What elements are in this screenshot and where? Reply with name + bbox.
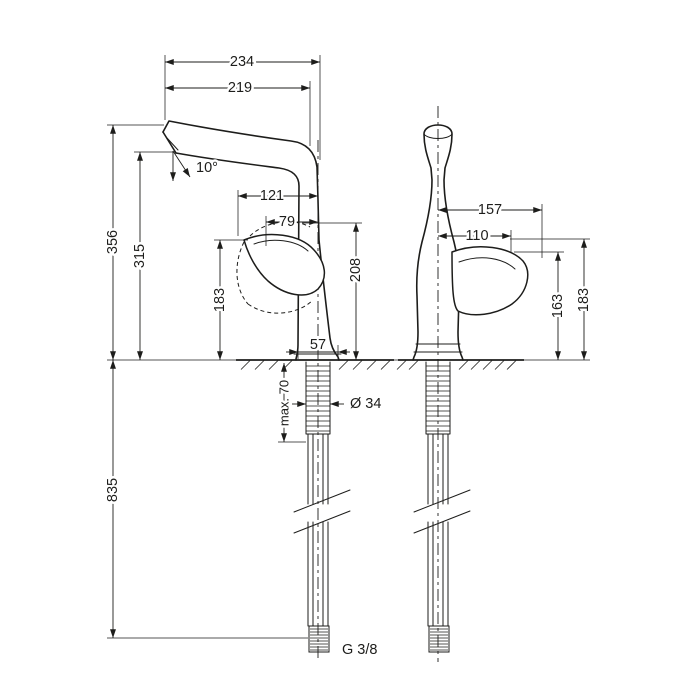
right-lever-handle: [451, 246, 529, 316]
dim-label-234: 234: [230, 54, 254, 70]
left-hoses: [307, 433, 329, 627]
dim-height-body: 208: [346, 223, 367, 360]
left-spout-tip-face: [162, 131, 177, 154]
dim-handle-reach-min-right: 110: [438, 226, 511, 247]
dim-label-157: 157: [478, 202, 502, 218]
dim-base-width: 57: [286, 335, 350, 356]
mounting-surface: [107, 359, 590, 370]
left-lever-swivel-dashed-1: [236, 241, 249, 305]
dim-label-219: 219: [228, 80, 252, 96]
right-shank-threads: [426, 365, 450, 432]
dim-shank-diameter: Ø 34: [292, 394, 384, 415]
right-under-counter: [413, 361, 471, 653]
dim-label-835: 835: [105, 478, 121, 502]
left-bottom-connector-threads: [310, 628, 328, 651]
dim-label-57: 57: [310, 337, 326, 353]
right-break-marks: [413, 489, 471, 534]
left-view: [162, 120, 351, 662]
dim-spout-reach: 219: [165, 78, 310, 99]
deck-hatch-ticks: [240, 360, 517, 370]
left-aerator-line: [166, 137, 179, 151]
dim-height-outlet: 315: [130, 152, 151, 360]
dim-height-grip-right: 163: [548, 252, 569, 360]
dim-mount-max: max. 70: [274, 363, 294, 442]
right-bottom-connector: [428, 625, 450, 653]
dim-label-183-right: 183: [576, 288, 592, 312]
left-shank-edges: [305, 361, 331, 435]
right-cap-seam: [423, 133, 453, 139]
dim-overall-reach: 234: [165, 52, 320, 73]
dim-label-110: 110: [465, 228, 488, 244]
dimensions: 234 219 121 79 10° 356 315: [103, 52, 595, 661]
dim-label-183-left: 183: [212, 288, 228, 312]
dim-height-tip-right: 183: [574, 239, 595, 360]
dim-height-handle-left: 183: [210, 240, 231, 360]
dim-hose-length: 835: [103, 360, 124, 638]
right-bottom-connector-threads: [430, 628, 448, 651]
dim-label-79: 79: [279, 214, 295, 230]
dim-spout-angle: 10°: [170, 150, 220, 181]
left-break-marks: [293, 489, 351, 534]
dim-height-total: 356: [103, 125, 124, 360]
right-shank-edges: [425, 361, 451, 435]
dim-label-max70: max. 70: [277, 380, 292, 426]
dim-handle-reach-min-left: 79: [266, 212, 318, 233]
dim-label-163: 163: [550, 294, 566, 318]
dim-label-dia34: Ø 34: [350, 396, 381, 412]
left-lever-swivel-dashed-2: [247, 300, 313, 314]
left-spout-top-outline: [162, 120, 340, 361]
left-under-counter: [293, 361, 351, 653]
dim-handle-reach-right: 157: [438, 200, 542, 221]
dim-label-10deg: 10°: [196, 160, 218, 176]
left-bottom-connector: [308, 625, 330, 653]
left-shank-threads: [306, 365, 330, 432]
dim-handle-reach-left: 121: [238, 186, 318, 207]
left-lever-handle: [243, 233, 326, 296]
dim-label-356: 356: [105, 230, 121, 254]
extension-lines: [107, 55, 590, 639]
left-lever-detail-line: [253, 239, 309, 252]
dim-label-g38: G 3/8: [342, 642, 377, 658]
dim-label-208: 208: [348, 258, 364, 282]
dim-thread-size: G 3/8: [340, 640, 380, 661]
dim-label-121: 121: [260, 188, 284, 204]
right-view: [412, 106, 529, 662]
right-hoses: [427, 433, 449, 627]
right-lever-detail-line: [458, 257, 516, 270]
dim-label-315: 315: [132, 244, 148, 268]
